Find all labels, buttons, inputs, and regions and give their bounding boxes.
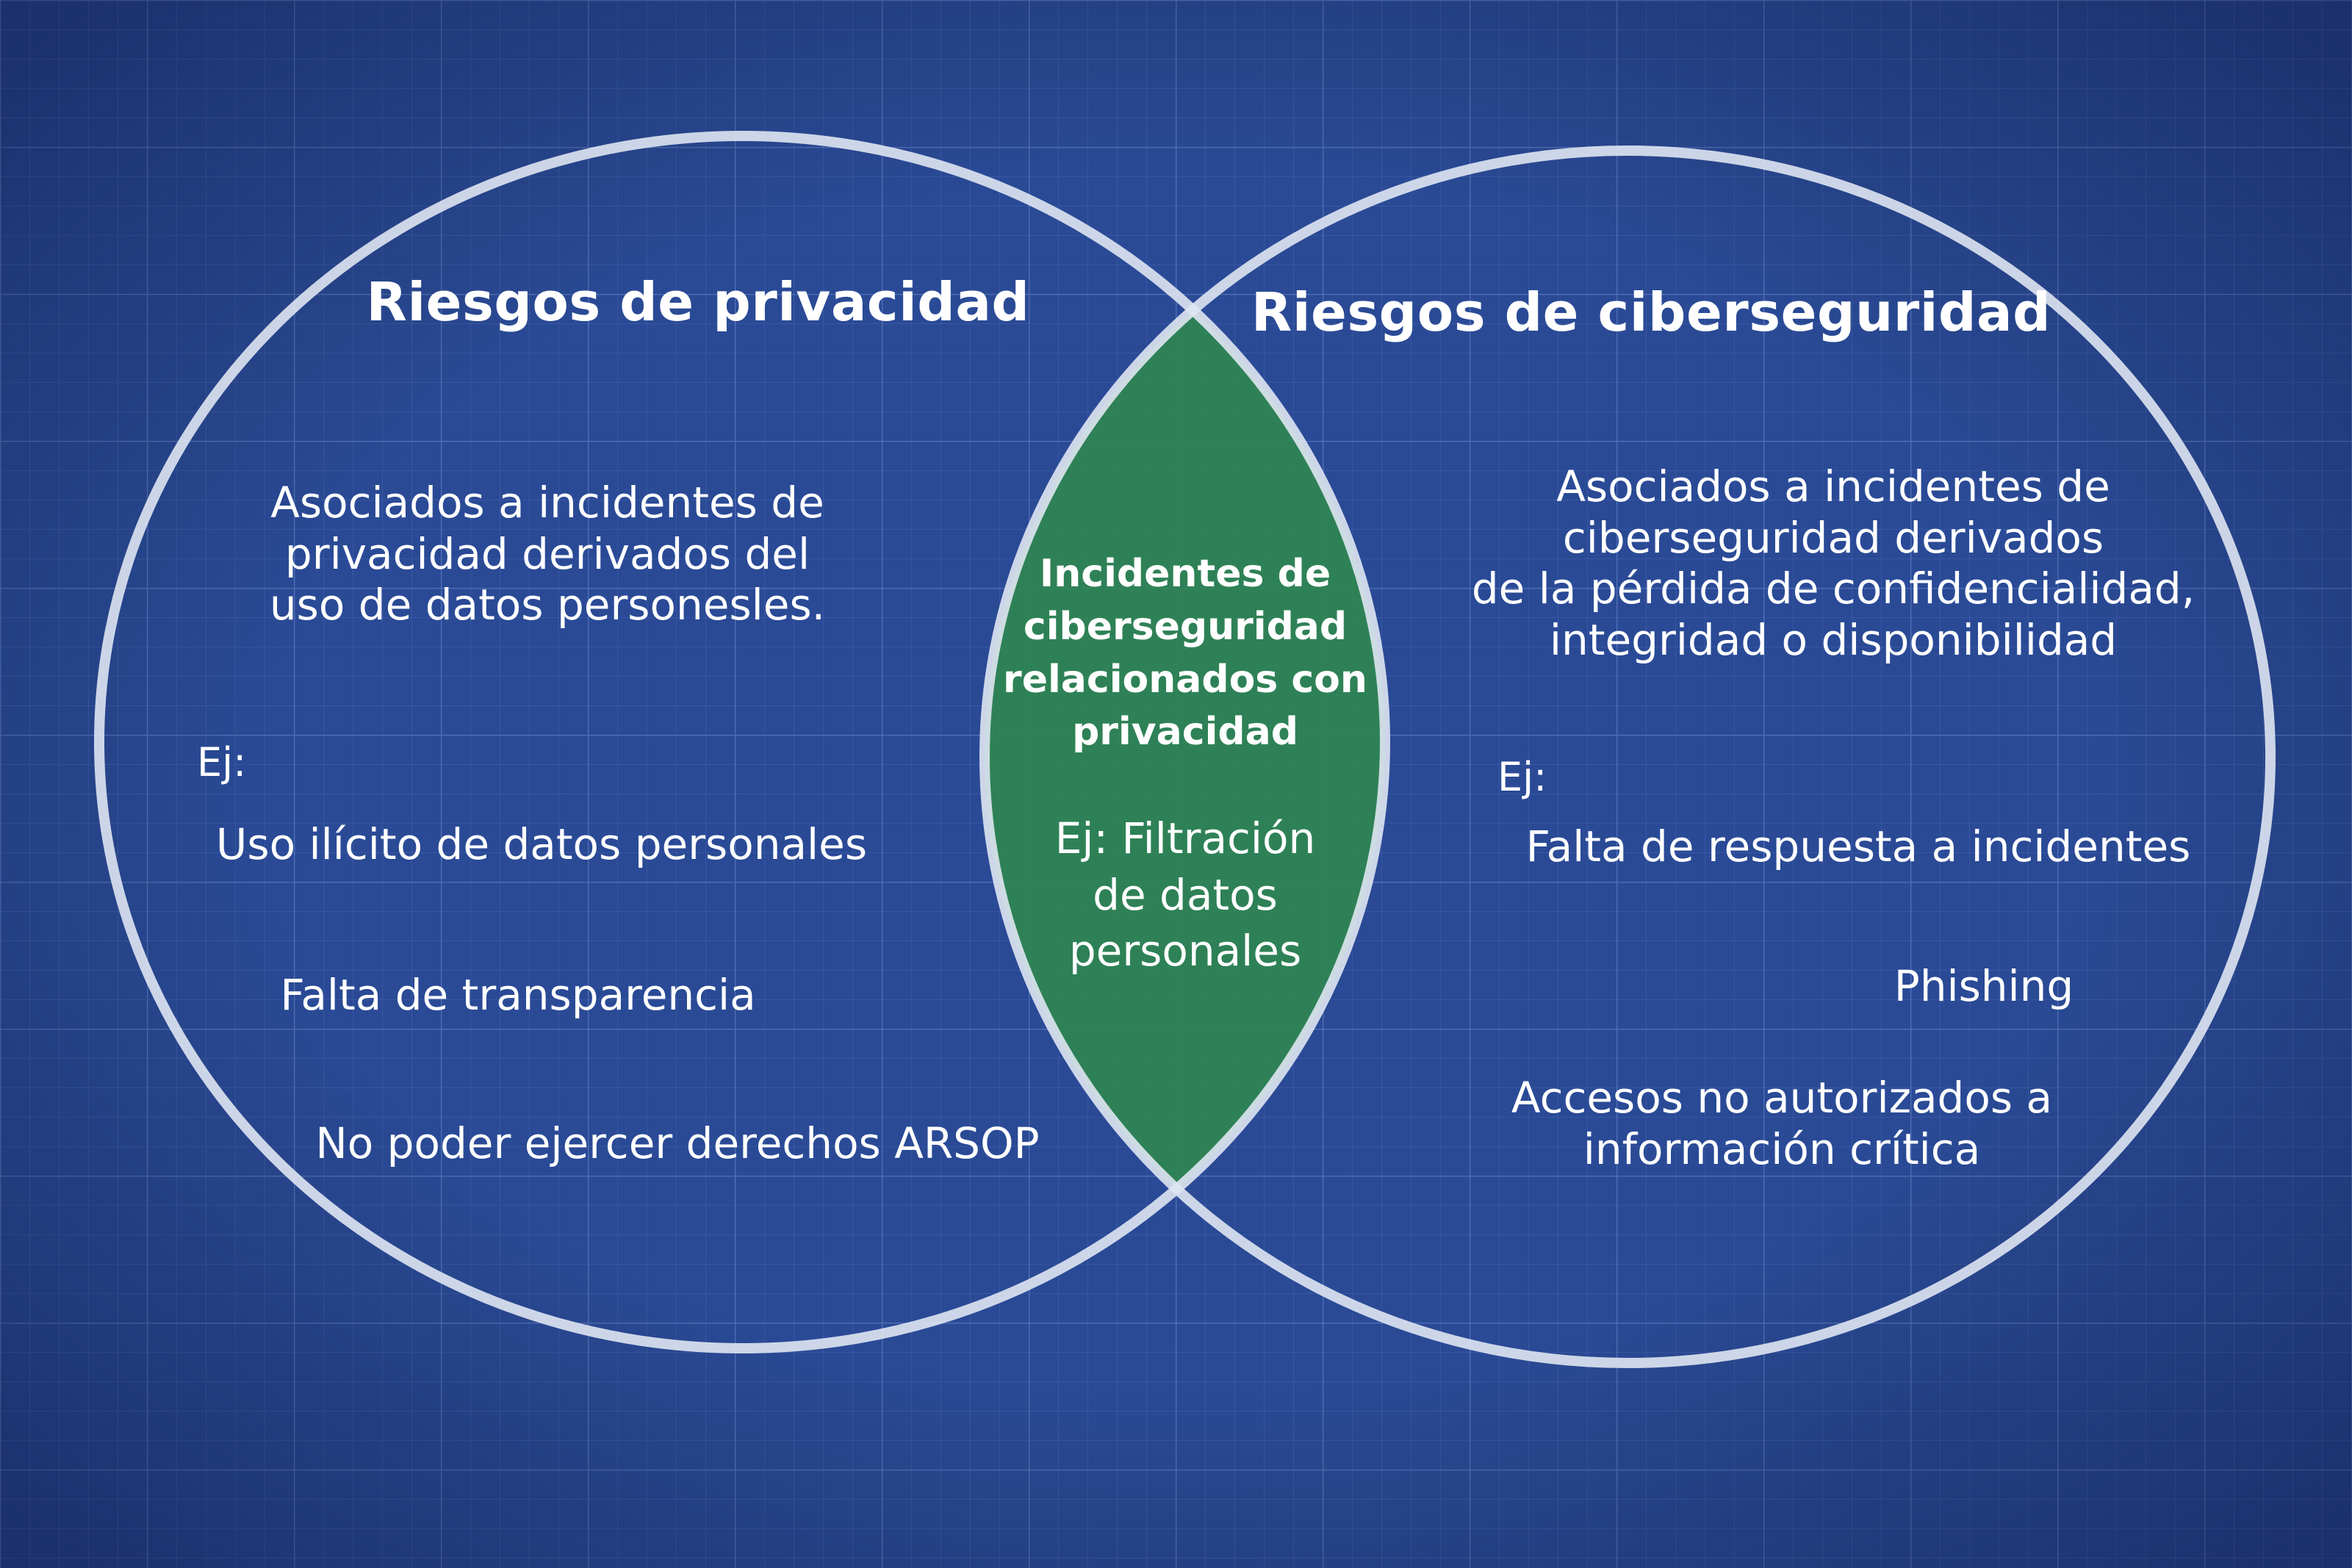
privacy-title: Riesgos de privacidad <box>366 271 1030 333</box>
intersection-example-line: Ej: Filtración <box>1054 813 1316 863</box>
intersection-title-line: ciberseguridad <box>1023 604 1348 649</box>
privacy-example-arsop: No poder ejercer derechos ARSOP <box>315 1118 1040 1168</box>
intersection-title-line: relacionados con <box>1003 657 1367 702</box>
cybersecurity-circle <box>979 145 2276 1368</box>
privacy-description-line: Asociados a incidentes de <box>270 478 824 528</box>
intersection-example: Ej: Filtración de datos personales <box>965 810 1406 979</box>
cybersecurity-description-line: Asociados a incidentes de <box>1556 461 2110 511</box>
cybersecurity-description: Asociados a incidentes de ciberseguridad… <box>1392 461 2274 666</box>
cybersecurity-example-line: Accesos no autorizados a <box>1511 1073 2053 1123</box>
privacy-description-line: privacidad derivados del <box>284 528 810 579</box>
cybersecurity-description-line: de la pérdida de confidencialidad, <box>1471 564 2195 614</box>
cybersecurity-ej-label: Ej: <box>1497 754 1547 800</box>
intersection-title-line: privacidad <box>1072 710 1298 755</box>
cybersecurity-description-line: ciberseguridad derivados <box>1562 512 2104 563</box>
privacy-description: Asociados a incidentes de privacidad der… <box>180 478 915 631</box>
privacy-description-line: uso de datos personesles. <box>269 580 826 630</box>
cybersecurity-example-line: información crítica <box>1583 1123 1981 1174</box>
intersection-title-line: Incidentes de <box>1039 552 1331 596</box>
intersection-example-line: personales <box>1068 926 1302 977</box>
cybersecurity-example-incident-response: Falta de respuesta a incidentes <box>1525 821 2191 871</box>
intersection-example-line: de datos <box>1093 869 1278 920</box>
privacy-circle <box>94 131 1390 1353</box>
privacy-example-transparency: Falta de transparencia <box>280 970 756 1020</box>
cybersecurity-description-line: integridad o disponibilidad <box>1549 614 2118 665</box>
privacy-example-illicit-use: Uso ilícito de datos personales <box>215 819 868 869</box>
cybersecurity-title: Riesgos de ciberseguridad <box>1251 281 2051 343</box>
cybersecurity-example-unauthorized-access: Accesos no autorizados a información crí… <box>1341 1073 2223 1175</box>
privacy-ej-label: Ej: <box>197 739 247 785</box>
intersection-title: Incidentes de ciberseguridad relacionado… <box>965 548 1406 759</box>
cybersecurity-example-phishing: Phishing <box>1894 961 2074 1011</box>
